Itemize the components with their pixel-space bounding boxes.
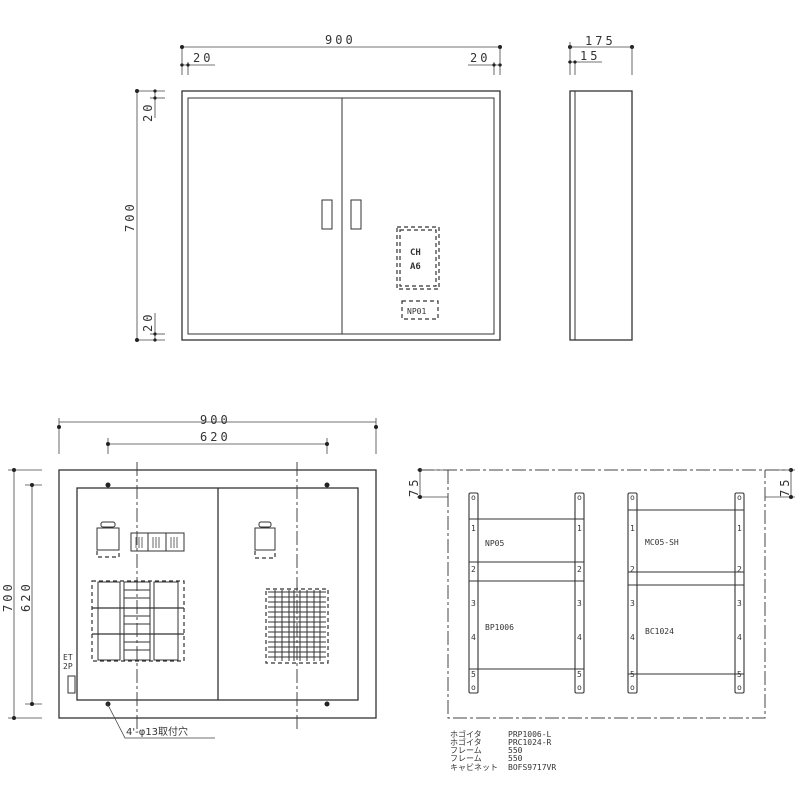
- rack-view: 75 75 o o o o o o o o 1 2 3 4 5 1 2 3: [407, 468, 795, 719]
- left-breaker-area: [91, 580, 185, 662]
- svg-text:2: 2: [630, 565, 635, 574]
- svg-text:4: 4: [737, 633, 742, 642]
- interior-width-dim: 900: [200, 413, 231, 427]
- et-label-1: ET: [63, 653, 73, 662]
- svg-text:1: 1: [577, 524, 582, 533]
- svg-text:o: o: [737, 493, 742, 502]
- part-name: キャビネット: [450, 763, 498, 772]
- svg-text:5: 5: [577, 670, 582, 679]
- cabinet-doors: [187, 97, 495, 335]
- part-name: フレーム: [450, 746, 482, 755]
- right-door-handle: [350, 199, 362, 230]
- svg-text:o: o: [471, 683, 476, 692]
- terminal-block: [130, 532, 185, 552]
- rail-markings: o o o o o o o o: [471, 493, 742, 692]
- part-value: PRC1024-R: [508, 738, 552, 747]
- mounting-hole-note: 4'-φ13取付穴: [126, 725, 188, 738]
- right-breaker-grid: [265, 588, 329, 664]
- side-door-dim: 15: [580, 49, 600, 63]
- svg-text:2: 2: [577, 565, 582, 574]
- svg-text:o: o: [630, 683, 635, 692]
- interior-height-dim: 700: [1, 581, 15, 612]
- svg-text:4: 4: [471, 633, 476, 642]
- part-name: ホゴイタ: [450, 729, 482, 739]
- svg-text:o: o: [471, 493, 476, 502]
- svg-text:3: 3: [577, 599, 582, 608]
- front-top-margin-dim: 20: [141, 102, 155, 122]
- parts-list: ホゴイタ PRP1006-L ホゴイタ PRC1024-R フレーム 550 フ…: [450, 729, 556, 772]
- svg-text:4: 4: [630, 633, 635, 642]
- cabinet-frame: [181, 90, 501, 341]
- svg-text:1: 1: [471, 524, 476, 533]
- svg-text:2: 2: [471, 565, 476, 574]
- mounting-hole: [105, 701, 111, 707]
- svg-text:o: o: [737, 683, 742, 692]
- ch-label-1: CH: [410, 248, 421, 258]
- svg-text:1: 1: [737, 524, 742, 533]
- mounting-hole: [324, 701, 330, 707]
- ch-unit: [96, 527, 120, 551]
- interior-inner-width-dim: 620: [200, 430, 231, 444]
- side-depth-dim: 175: [585, 34, 616, 48]
- part-value: BOFS9717VR: [508, 763, 556, 772]
- front-left-margin-dim: 20: [193, 51, 213, 65]
- svg-text:3: 3: [471, 599, 476, 608]
- interior-view: 900 620 700 620: [1, 413, 378, 739]
- ch-unit-right: [254, 527, 276, 551]
- interior-cabinet: [58, 469, 377, 719]
- svg-text:o: o: [577, 493, 582, 502]
- np01-label: NP01: [407, 307, 426, 316]
- svg-text:3: 3: [630, 599, 635, 608]
- side-body: [569, 90, 633, 341]
- panel-label-np05: NP05: [485, 539, 504, 548]
- svg-text:4: 4: [577, 633, 582, 642]
- np01-plate: [401, 300, 439, 320]
- side-view: 175 15: [568, 34, 634, 341]
- front-width-dim: 900: [325, 33, 356, 47]
- panel-label-bc1024: BC1024: [645, 627, 674, 636]
- ch-window: [396, 226, 440, 290]
- svg-text:o: o: [577, 683, 582, 692]
- panel-label-mc05-sh: MC05-SH: [645, 538, 679, 547]
- left-door-handle: [321, 199, 333, 230]
- svg-text:o: o: [630, 493, 635, 502]
- panel-label-bp1006: BP1006: [485, 623, 514, 632]
- front-right-margin-dim: 20: [470, 51, 490, 65]
- interior-inner-height-dim: 620: [19, 581, 33, 612]
- front-height-dim: 700: [123, 201, 137, 232]
- et-device: [67, 675, 76, 694]
- rack-top-right-dim: 75: [778, 477, 792, 497]
- svg-text:2: 2: [737, 565, 742, 574]
- part-name: フレーム: [450, 754, 482, 763]
- ch-label-2: A6: [410, 262, 421, 272]
- svg-text:3: 3: [737, 599, 742, 608]
- et-label-2: 2P: [63, 662, 73, 671]
- svg-text:1: 1: [630, 524, 635, 533]
- svg-text:5: 5: [471, 670, 476, 679]
- part-name: ホゴイタ: [450, 737, 482, 747]
- front-view: 900 20 20 700 20 20: [123, 33, 502, 342]
- front-bottom-margin-dim: 20: [141, 312, 155, 332]
- mounting-hole: [324, 482, 330, 488]
- rack-top-left-dim: 75: [407, 477, 421, 497]
- mounting-hole: [105, 482, 111, 488]
- part-value: 550: [508, 746, 523, 755]
- part-value: PRP1006-L: [508, 730, 552, 739]
- rails: [468, 492, 745, 694]
- part-value: 550: [508, 754, 523, 763]
